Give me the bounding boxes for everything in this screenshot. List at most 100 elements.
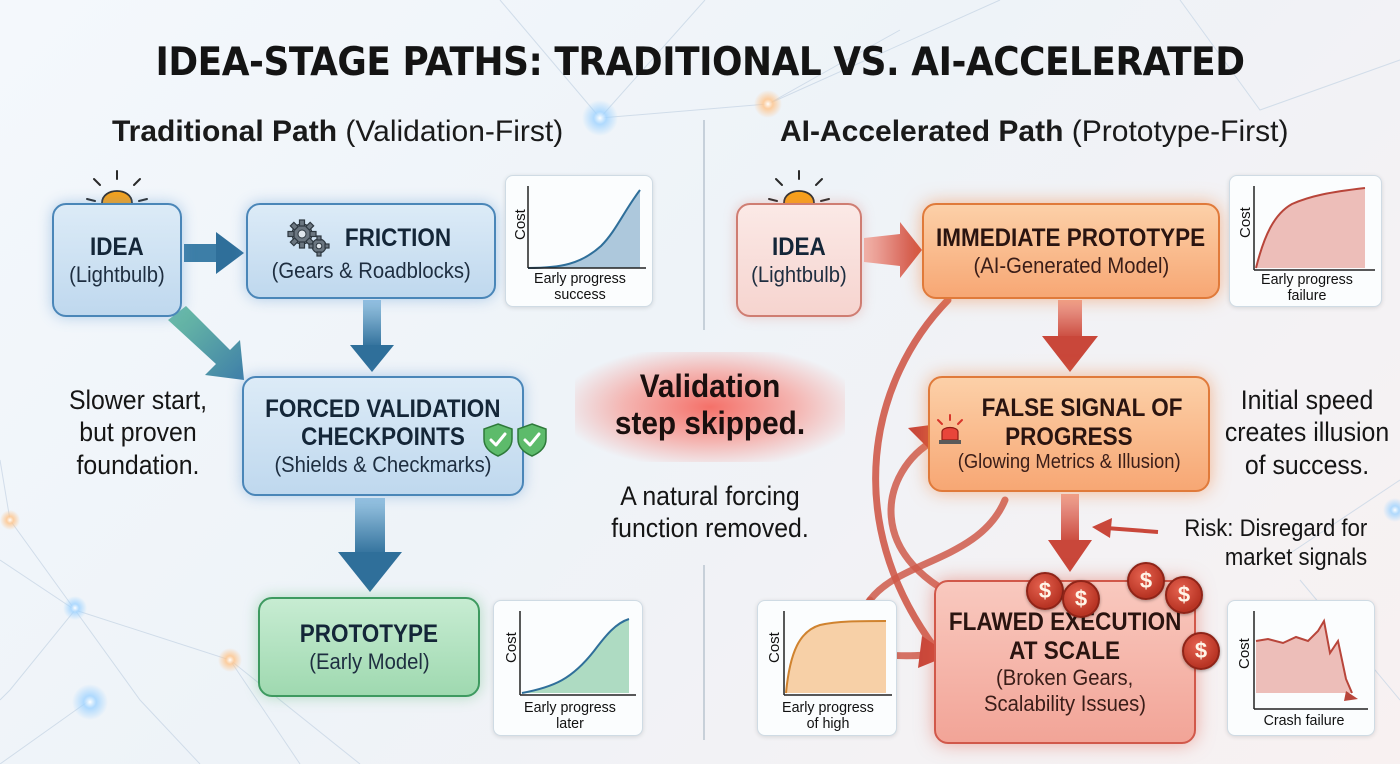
alarm-icon	[937, 414, 963, 444]
checkpoints-title-line2: CHECKPOINTS	[301, 423, 465, 452]
chart-later-area	[522, 619, 629, 693]
chart-success-area	[528, 190, 640, 268]
risk-note: Risk: Disregard for market signals	[1165, 515, 1367, 573]
ai-idea-subtitle: (Lightbulb)	[751, 261, 847, 287]
traditional-heading-bold: Traditional Path	[112, 115, 338, 148]
chart-failure-line	[1255, 187, 1366, 269]
arrow-prototype-to-false-signal	[1042, 300, 1098, 372]
risk-note-line2: market signals	[1224, 543, 1368, 571]
chart-failure-xlabel-line1: Early progress	[1261, 271, 1353, 288]
chart-success-xlabel-line1: Early progress	[534, 270, 626, 287]
chart-later-xlabel-line2: later	[556, 714, 584, 732]
traditional-prototype-title: PROTOTYPE	[299, 619, 439, 648]
dollar-coin-icon: $	[1127, 562, 1165, 600]
friction-title: FRICTION	[344, 223, 452, 252]
false-signal-title-line1: FALSE SIGNAL OF	[982, 393, 1183, 422]
chart-success-line	[527, 189, 641, 269]
forcing-function-line2: function removed.	[611, 513, 809, 544]
flawed-execution-subtitle-line2: Scalability Issues)	[983, 690, 1146, 716]
chart-later-xlabel: Early progress later	[504, 700, 637, 732]
chart-crash: Cost Crash failure	[1227, 600, 1375, 736]
traditional-idea-box: IDEA (Lightbulb)	[52, 203, 182, 317]
shield-check-icon	[483, 423, 547, 457]
traditional-idea-title: IDEA	[90, 232, 144, 261]
chart-failure-xlabel-line2: failure	[1287, 286, 1327, 304]
arrow-ai-idea-to-prototype	[864, 222, 922, 278]
chart-high-xlabel-line1: Early progress	[782, 699, 874, 716]
chart-high-xlabel-line2: of high	[806, 714, 850, 732]
chart-success-xlabel: Early progress success	[514, 271, 647, 303]
arrow-friction-to-checkpoints	[350, 300, 394, 372]
skip-glow	[575, 352, 845, 462]
dollar-coin-icon: $	[1026, 572, 1064, 610]
dollar-coin-icon: $	[1182, 632, 1220, 670]
ai-note: Initial speed creates illusion of succes…	[1220, 384, 1395, 481]
checkpoints-title-line1: FORCED VALIDATION	[265, 394, 501, 423]
friction-subtitle: (Gears & Roadblocks)	[271, 258, 471, 284]
chart-crash-xlabel: Crash failure	[1263, 712, 1345, 729]
traditional-note: Slower start, but proven foundation.	[46, 384, 230, 481]
traditional-heading: Traditional Path (Validation-First)	[112, 115, 563, 149]
traditional-prototype-subtitle: (Early Model)	[308, 648, 430, 674]
ai-idea-title: IDEA	[772, 232, 826, 261]
chart-crash-area	[1256, 621, 1352, 693]
immediate-prototype-title: IMMEDIATE PROTOTYPE	[936, 223, 1206, 252]
chart-later-ylabel: Cost	[503, 632, 520, 663]
checkpoints-box: FORCED VALIDATION CHECKPOINTS (Shields &…	[242, 376, 524, 496]
validation-skipped-headline: Validation step skipped.	[580, 368, 840, 442]
ai-note-line: of success.	[1244, 449, 1370, 480]
chart-high: Cost Early progress of high	[757, 600, 897, 736]
chart-failure-area	[1256, 188, 1365, 268]
validation-skipped-line2: step skipped.	[614, 404, 806, 441]
traditional-prototype-box: PROTOTYPE (Early Model)	[258, 597, 480, 697]
arrow-checkpoints-to-prototype	[338, 498, 402, 592]
false-signal-title-line2: PROGRESS	[1005, 422, 1133, 451]
chart-failure: Cost Early progress failure	[1229, 175, 1382, 307]
dollar-coin-icon: $	[1165, 576, 1203, 614]
chart-failure-ylabel: Cost	[1237, 207, 1254, 238]
ai-heading-bold: AI-Accelerated Path	[780, 115, 1064, 148]
chart-success-ylabel: Cost	[512, 209, 529, 240]
immediate-prototype-subtitle: (AI-Generated Model)	[973, 252, 1169, 278]
ai-heading-paren: (Prototype-First)	[1071, 115, 1289, 148]
chart-high-area	[786, 621, 886, 693]
ai-note-line: Initial speed	[1240, 385, 1374, 415]
traditional-note-line: foundation.	[76, 449, 200, 480]
background-glow-dots	[0, 90, 1400, 720]
ai-note-line: creates illusion	[1224, 417, 1390, 448]
chart-high-xlabel: Early progress of high	[762, 700, 895, 732]
ai-heading: AI-Accelerated Path (Prototype-First)	[780, 115, 1288, 149]
chart-high-ylabel: Cost	[766, 632, 783, 663]
immediate-prototype-box: IMMEDIATE PROTOTYPE (AI-Generated Model)	[922, 203, 1220, 299]
ai-idea-box: IDEA (Lightbulb)	[736, 203, 862, 317]
chart-success: Cost Early progress success	[505, 175, 653, 307]
flawed-execution-title-line2: AT SCALE	[1009, 636, 1121, 665]
false-signal-subtitle: (Glowing Metrics & Illusion)	[957, 451, 1181, 474]
arrow-risk	[1092, 518, 1159, 538]
chart-high-line	[785, 620, 887, 694]
dollar-coin-icon: $	[1062, 580, 1100, 618]
risk-note-line1: Risk: Disregard for	[1184, 515, 1368, 542]
forcing-function-note: A natural forcing function removed.	[586, 480, 834, 545]
traditional-heading-paren: (Validation-First)	[345, 115, 564, 148]
main-title: IDEA-STAGE PATHS: TRADITIONAL VS. AI-ACC…	[155, 40, 1245, 85]
traditional-note-line: but proven	[79, 417, 197, 448]
arrow-false-signal-to-execution	[1048, 494, 1092, 572]
chart-later: Cost Early progress later	[493, 600, 643, 736]
traditional-note-line: Slower start,	[68, 385, 208, 415]
validation-skipped-line1: Validation	[639, 368, 781, 404]
flawed-execution-subtitle-line1: (Broken Gears,	[996, 665, 1134, 691]
chart-crash-ylabel: Cost	[1236, 638, 1253, 669]
traditional-idea-subtitle: (Lightbulb)	[69, 261, 165, 287]
chart-later-line	[521, 618, 630, 694]
arrow-idea-to-friction	[184, 232, 244, 274]
flawed-execution-title-line1: FLAWED EXECUTION	[948, 607, 1182, 636]
checkpoints-subtitle: (Shields & Checkmarks)	[274, 452, 492, 478]
chart-later-xlabel-line1: Early progress	[524, 699, 616, 716]
friction-box: FRICTION (Gears & Roadblocks)	[246, 203, 496, 299]
arrow-idea-to-checkpoints	[168, 306, 244, 380]
false-signal-box: FALSE SIGNAL OF PROGRESS (Glowing Metric…	[928, 376, 1210, 492]
forcing-function-line1: A natural forcing	[620, 481, 800, 511]
chart-success-xlabel-line2: success	[554, 285, 606, 303]
chart-failure-xlabel: Early progress failure	[1240, 272, 1375, 304]
